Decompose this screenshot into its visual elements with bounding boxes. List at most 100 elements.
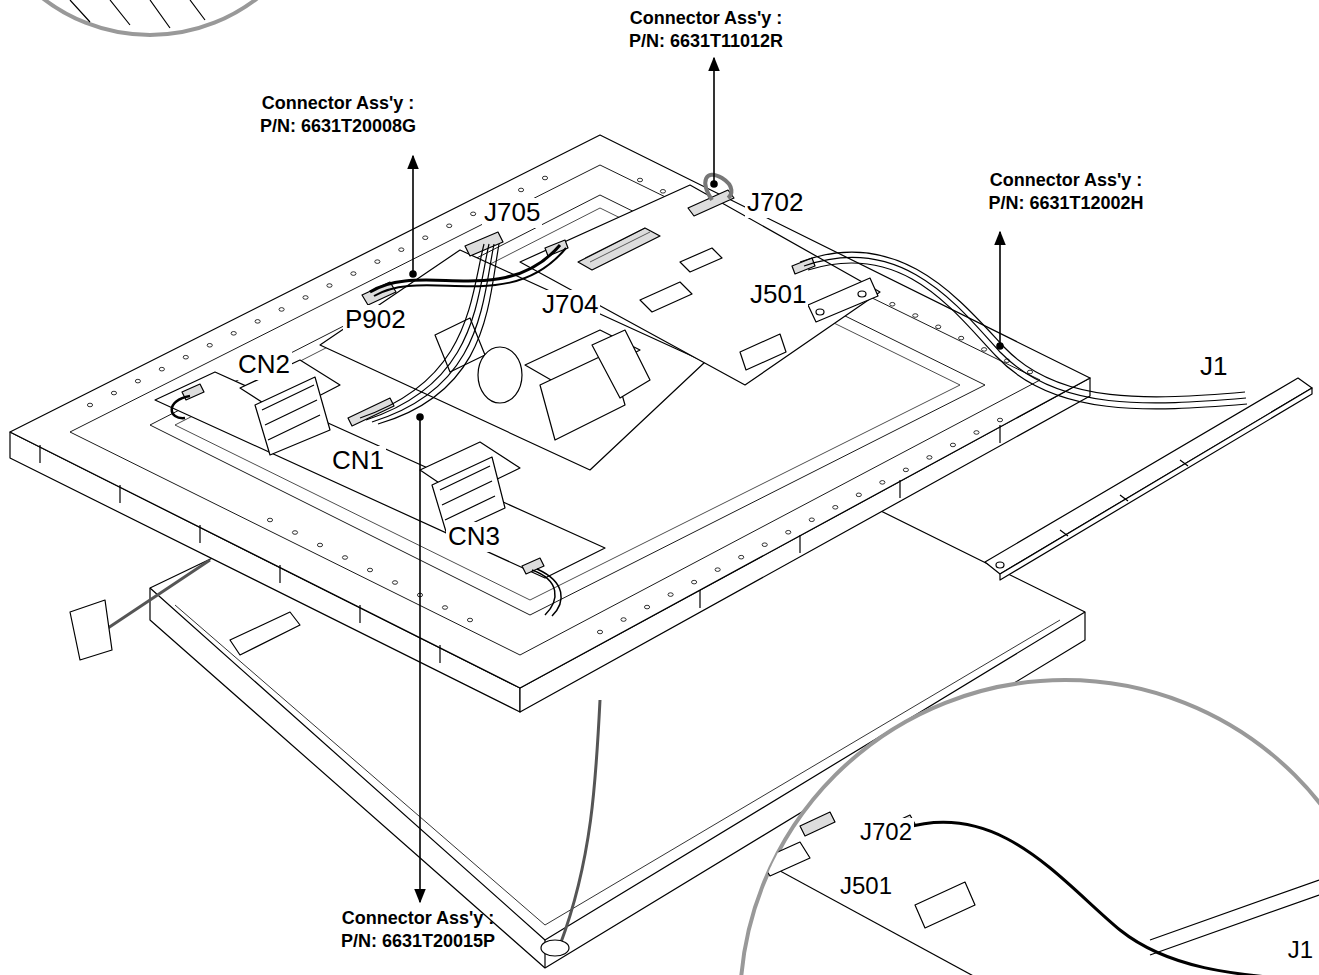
- main-board: [808, 278, 878, 322]
- main-board: [585, 228, 650, 262]
- cables: [360, 175, 1247, 424]
- mounting-holes: [856, 493, 861, 497]
- mounting-holes: [327, 284, 332, 288]
- power-board: [435, 318, 485, 372]
- lcd-panel: [560, 700, 600, 945]
- power-board: [592, 330, 650, 398]
- lcd-panel: [70, 600, 112, 660]
- inverter-board: [440, 466, 495, 520]
- leader-arrows: [419, 418, 421, 902]
- mounting-holes: [447, 224, 452, 228]
- mounting-holes: [467, 618, 472, 622]
- part-number-callout: P/N: 6631T20015P: [341, 931, 495, 952]
- connector-label: J501: [748, 280, 808, 310]
- main-board: [578, 228, 660, 270]
- connector-label: J702: [858, 818, 914, 846]
- inverter-board: [255, 377, 330, 455]
- zoom-detail: [760, 860, 990, 975]
- mounting-holes: [159, 367, 164, 371]
- cables: [374, 248, 566, 296]
- main-board: [640, 282, 692, 312]
- part-number-callout: Connector Ass'y :: [990, 170, 1143, 191]
- mounting-holes: [982, 348, 987, 352]
- main-board: [520, 185, 880, 385]
- mounting-holes: [903, 468, 908, 472]
- zoom-detail: [905, 822, 1300, 975]
- inverter-board: [172, 396, 190, 418]
- connector-label: J705: [482, 198, 542, 228]
- leader-arrows: [711, 181, 717, 187]
- mounting-holes: [351, 272, 356, 276]
- zoom-detail: [740, 680, 1319, 975]
- mounting-holes: [660, 189, 665, 193]
- frame-plate: [700, 425, 1000, 608]
- main-board: [680, 248, 722, 272]
- zoom-circle-top: [0, 0, 325, 35]
- zoom-circle-top: [70, 0, 205, 28]
- main-board: [858, 291, 866, 297]
- leader-arrows: [417, 414, 423, 420]
- mounting-holes: [936, 325, 941, 329]
- mounting-holes: [621, 618, 626, 622]
- mounting-holes: [303, 296, 308, 300]
- part-number-callout: P/N: 6631T12002H: [988, 193, 1143, 214]
- mounting-holes: [87, 403, 92, 407]
- connector-label: CN3: [446, 522, 502, 552]
- leader-arrows: [997, 343, 1003, 349]
- mounting-holes: [267, 518, 272, 522]
- mounting-holes: [542, 176, 547, 180]
- key-board: [1060, 460, 1188, 536]
- mounting-holes: [367, 568, 372, 572]
- mounting-holes: [880, 481, 885, 485]
- part-number-callout: P/N: 6631T11012R: [629, 31, 783, 52]
- zoom-circle-top: [0, 0, 325, 35]
- cables: [705, 175, 731, 200]
- mounting-holes: [1027, 370, 1032, 374]
- power-board: [478, 347, 522, 403]
- frame-plate: [10, 135, 1090, 712]
- connector-label: J1: [1286, 936, 1315, 964]
- mounting-holes: [423, 236, 428, 240]
- key-board: [996, 562, 1004, 568]
- mounting-holes: [292, 531, 297, 535]
- mounting-holes: [342, 556, 347, 560]
- mounting-holes: [890, 302, 895, 306]
- connector-label: CN1: [330, 446, 386, 476]
- mounting-holes: [317, 543, 322, 547]
- mounting-holes: [255, 320, 260, 324]
- mounting-holes: [786, 530, 791, 534]
- mounting-holes: [974, 431, 979, 435]
- leader-arrows: [713, 58, 715, 182]
- main-board: [740, 334, 786, 370]
- mounting-holes: [111, 391, 116, 395]
- mounting-holes: [927, 456, 932, 460]
- part-number-callout: Connector Ass'y :: [262, 93, 415, 114]
- frame-plate: [10, 135, 1090, 688]
- mounting-holes: [231, 332, 236, 336]
- lcd-panel: [230, 612, 300, 655]
- mounting-holes: [833, 505, 838, 509]
- connector-label: J702: [745, 188, 805, 218]
- key-board: [985, 378, 1312, 574]
- mounting-holes: [715, 568, 720, 572]
- connector-label: J501: [838, 872, 894, 900]
- main-board: [816, 309, 824, 315]
- cables: [804, 257, 1246, 403]
- frame-plate: [70, 165, 1040, 655]
- zoom-detail: [915, 882, 975, 928]
- zoom-detail: [800, 812, 835, 836]
- part-number-callout: Connector Ass'y :: [630, 8, 783, 29]
- part-number-callout: Connector Ass'y :: [342, 908, 495, 929]
- connector-label: CN2: [236, 350, 292, 380]
- mounting-holes: [809, 518, 814, 522]
- mounting-holes: [279, 308, 284, 312]
- mounting-holes: [739, 555, 744, 559]
- key-board: [985, 378, 1312, 580]
- zoom-detail: [760, 812, 1319, 975]
- leader-arrows: [999, 232, 1001, 345]
- mounting-holes: [913, 314, 918, 318]
- mounting-holes: [518, 188, 523, 192]
- mounting-holes: [597, 630, 602, 634]
